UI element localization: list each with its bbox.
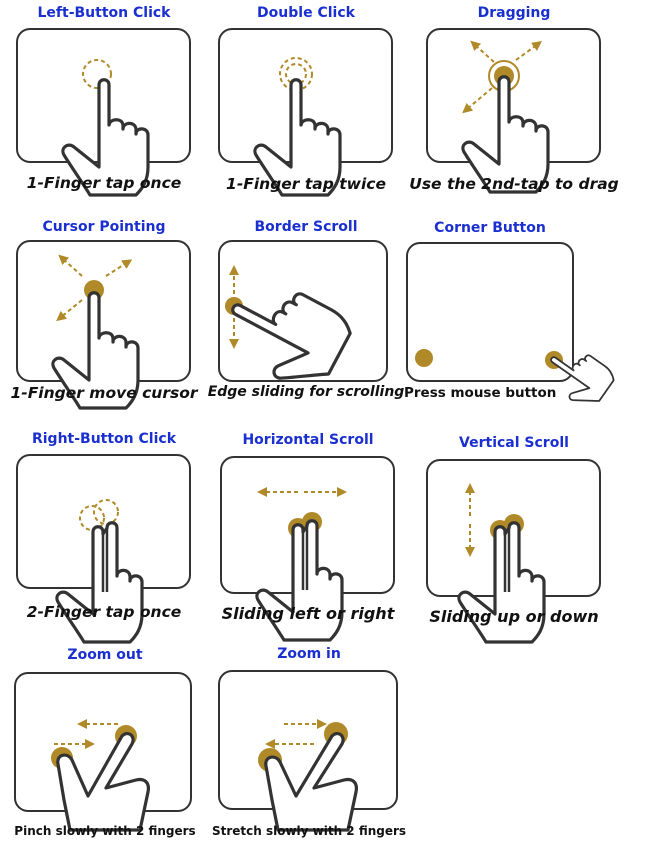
vertical-scroll-icon (457, 483, 546, 644)
one-finger-double-tap-icon (253, 57, 342, 197)
gesture-title: Double Click (257, 5, 355, 21)
gesture-cell-dragging: Dragging Use the 2nd-tap to drag (409, 0, 619, 200)
gesture-caption: 1-Finger move cursor (10, 384, 198, 402)
corner-press-icon (415, 337, 619, 415)
gesture-cell-right-click: Right-Button Click 2-Finger tap once (14, 426, 194, 644)
drag-icon (461, 40, 550, 194)
one-finger-tap-icon (61, 59, 150, 197)
touchpad-panel (16, 240, 191, 382)
two-finger-tap-icon (55, 499, 144, 644)
gesture-caption: Sliding left or right (221, 604, 395, 623)
gesture-title: Corner Button (434, 220, 546, 236)
gesture-cell-zoom-out: Zoom out Pinch slowly with 2 fingers (10, 640, 200, 840)
gesture-title: Right-Button Click (31, 431, 177, 447)
edge-scroll-icon (212, 265, 358, 400)
gesture-caption: Edge sliding for scrolling (207, 384, 405, 400)
pinch-icon (51, 719, 150, 832)
gesture-cell-double-click: Double Click 1-Finger tap twice (216, 0, 396, 200)
gesture-title: Border Scroll (254, 219, 358, 235)
gesture-cell-horizontal-scroll: Horizontal Scroll Sliding left or right (218, 426, 398, 642)
gesture-caption: 1-Finger tap twice (226, 175, 386, 193)
gesture-title: Dragging (477, 5, 551, 21)
gesture-title: Horizontal Scroll (242, 432, 374, 448)
gesture-cell-left-click: Left-Button Click 1-Finger tap once (14, 0, 194, 200)
gesture-title: Cursor Pointing (42, 219, 166, 235)
gesture-caption: Stretch slowly with 2 fingers (211, 824, 407, 838)
gesture-cell-border-scroll: Border Scroll Edge sliding for scrolling (208, 214, 405, 414)
horizontal-scroll-icon (255, 487, 347, 642)
gesture-cell-cursor-pointing: Cursor Pointing 1-Finger move cursor (11, 214, 198, 414)
gesture-title: Vertical Scroll (459, 435, 569, 451)
gesture-caption: Pinch slowly with 2 fingers (14, 824, 196, 838)
gesture-title: Left-Button Click (37, 5, 171, 21)
gesture-caption: Use the 2nd-tap to drag (409, 175, 619, 193)
gesture-title: Zoom in (277, 646, 341, 662)
gesture-caption: Sliding up or down (429, 607, 599, 626)
gesture-title: Zoom out (67, 647, 143, 663)
gesture-cell-vertical-scroll: Vertical Scroll Sliding up or down (424, 426, 604, 644)
stretch-icon (258, 719, 358, 832)
gesture-caption: 1-Finger tap once (26, 174, 182, 192)
gesture-cell-corner-button: Corner Button Press mouse button (404, 214, 624, 415)
gesture-caption: Press mouse button (404, 385, 557, 401)
gesture-cell-zoom-in: Zoom in Stretch slowly with 2 fingers (212, 640, 406, 840)
gesture-caption: 2-Finger tap once (26, 603, 182, 621)
cursor-move-icon (51, 254, 140, 410)
